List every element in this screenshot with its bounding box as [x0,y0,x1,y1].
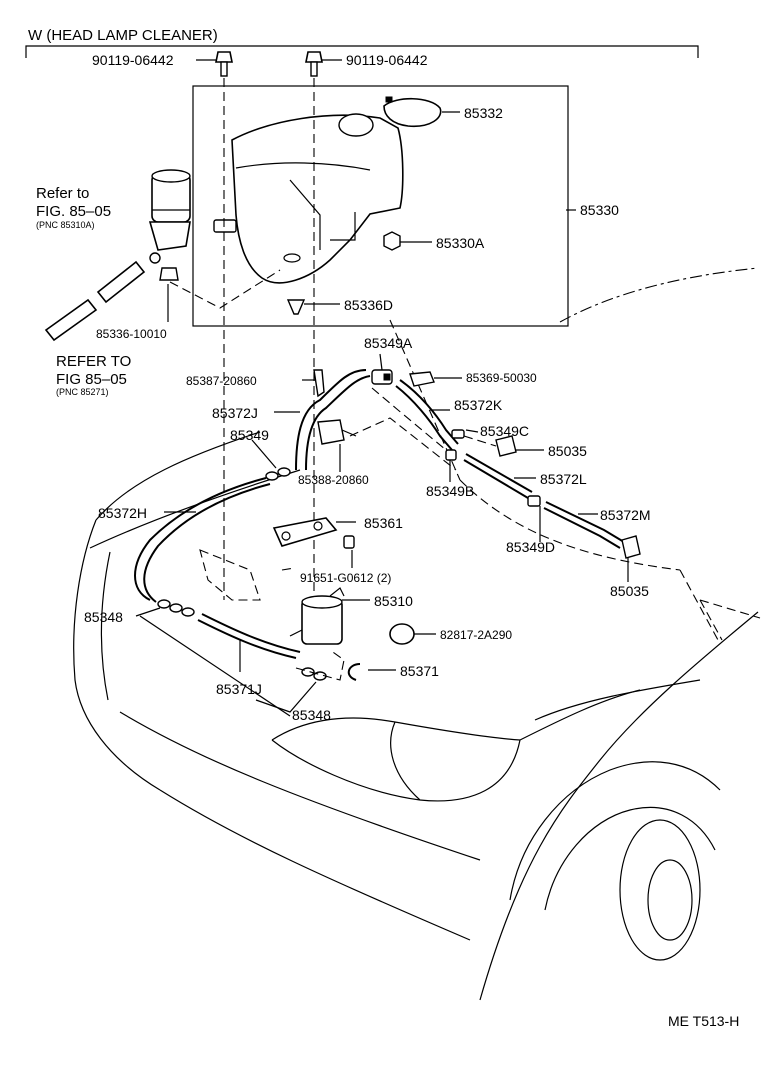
joint-85349c [451,429,465,439]
label-hose-k: 85372K [454,397,503,413]
label-cap: 85332 [464,105,503,121]
hose-85372j [295,369,367,471]
label-clamp-right: 85369-50030 [466,371,537,385]
nozzle-85035-upper [495,435,517,457]
clamp-85387 [313,369,325,398]
grommet-82817 [389,623,415,645]
bracket-85361 [272,517,338,547]
label-joint-b: 85349B [426,483,474,499]
tank-grommet [383,231,401,251]
tank-clip [286,299,306,315]
label-grommet: 85330A [436,235,485,251]
label-bolt-left: 90119-06442 [92,52,174,68]
joint-85349b [445,449,457,461]
label-joint-349: 85349 [230,427,269,443]
bolt-right [305,51,323,77]
diagram-title: W (HEAD LAMP CLEANER) [28,27,218,44]
figure-code: ME T513-H [668,1013,739,1029]
plug-guide [169,269,281,309]
label-pump: 85310 [374,593,413,609]
label-nozzle-lower: 85035 [610,583,649,599]
joint-85349 [265,467,291,481]
label-clamp-top: 85387-20860 [186,374,257,388]
label-check-valve-a: 85349A [364,335,413,351]
label-joint-c: 85349C [480,423,529,439]
washer-tank [213,113,404,284]
label-hose-371j: 85371J [216,681,262,697]
label-hose-m: 85372M [600,507,651,523]
nozzle-85035-lower [621,535,641,559]
hose-ref-pnc: (PNC 85271) [56,387,109,397]
hose-85372m [543,507,621,549]
label-hose-l: 85372L [540,471,587,487]
motor-ref-pnc: (PNC 85310A) [36,220,95,230]
leader-lines [135,59,629,717]
hose-ref-line1: REFER TO [56,353,131,370]
clamp-85369 [409,371,435,387]
bolt-91651 [343,535,355,549]
label-plug-left: 85336-10010 [96,327,167,341]
bolt-left [215,51,233,77]
washer-motor-ref [148,169,191,264]
title-bracket [25,45,699,58]
label-grommet-pump: 82817-2A290 [440,628,512,642]
label-elbow: 85371 [400,663,439,679]
label-clamp-388: 85388-20860 [298,473,369,487]
motor-ref-line2: FIG. 85–05 [36,203,111,220]
label-clip-tank: 85336D [344,297,393,313]
label-joint-d: 85349D [506,539,555,555]
tank-group-box [192,85,569,327]
clamp-85388 [317,419,357,445]
label-hose-h: 85372H [98,505,147,521]
tank-cap [383,96,442,128]
hose-85371j [197,619,297,659]
label-nozzle-upper: 85035 [548,443,587,459]
motor-ref-line1: Refer to [36,185,89,202]
label-hose-j: 85372J [212,405,258,421]
part-labels: 90119-06442 90119-06442 85332 85330 8533… [36,52,651,723]
label-bolt-bracket: 91651-G0612 (2) [300,571,391,585]
joint-85348-bottom [301,667,327,681]
car-body-outline [73,267,761,1001]
hose-85372l [463,459,529,499]
elbow-85371 [347,663,361,681]
hose-85372h [134,477,267,601]
hose-85372k [395,385,453,451]
hose-ref-line2: FIG 85–05 [56,371,127,388]
label-joint-348-bottom: 85348 [292,707,331,723]
joint-85349d [527,495,541,507]
label-tank: 85330 [580,202,619,218]
ref-hose-pieces [44,260,146,342]
label-bracket: 85361 [364,515,403,531]
label-joint-348-left: 85348 [84,609,123,625]
joint-85348-left [157,599,195,617]
tank-plug [159,267,179,281]
washer-pump-85310 [289,587,345,645]
check-valve-85349a [371,369,393,385]
label-bolt-right: 90119-06442 [346,52,428,68]
